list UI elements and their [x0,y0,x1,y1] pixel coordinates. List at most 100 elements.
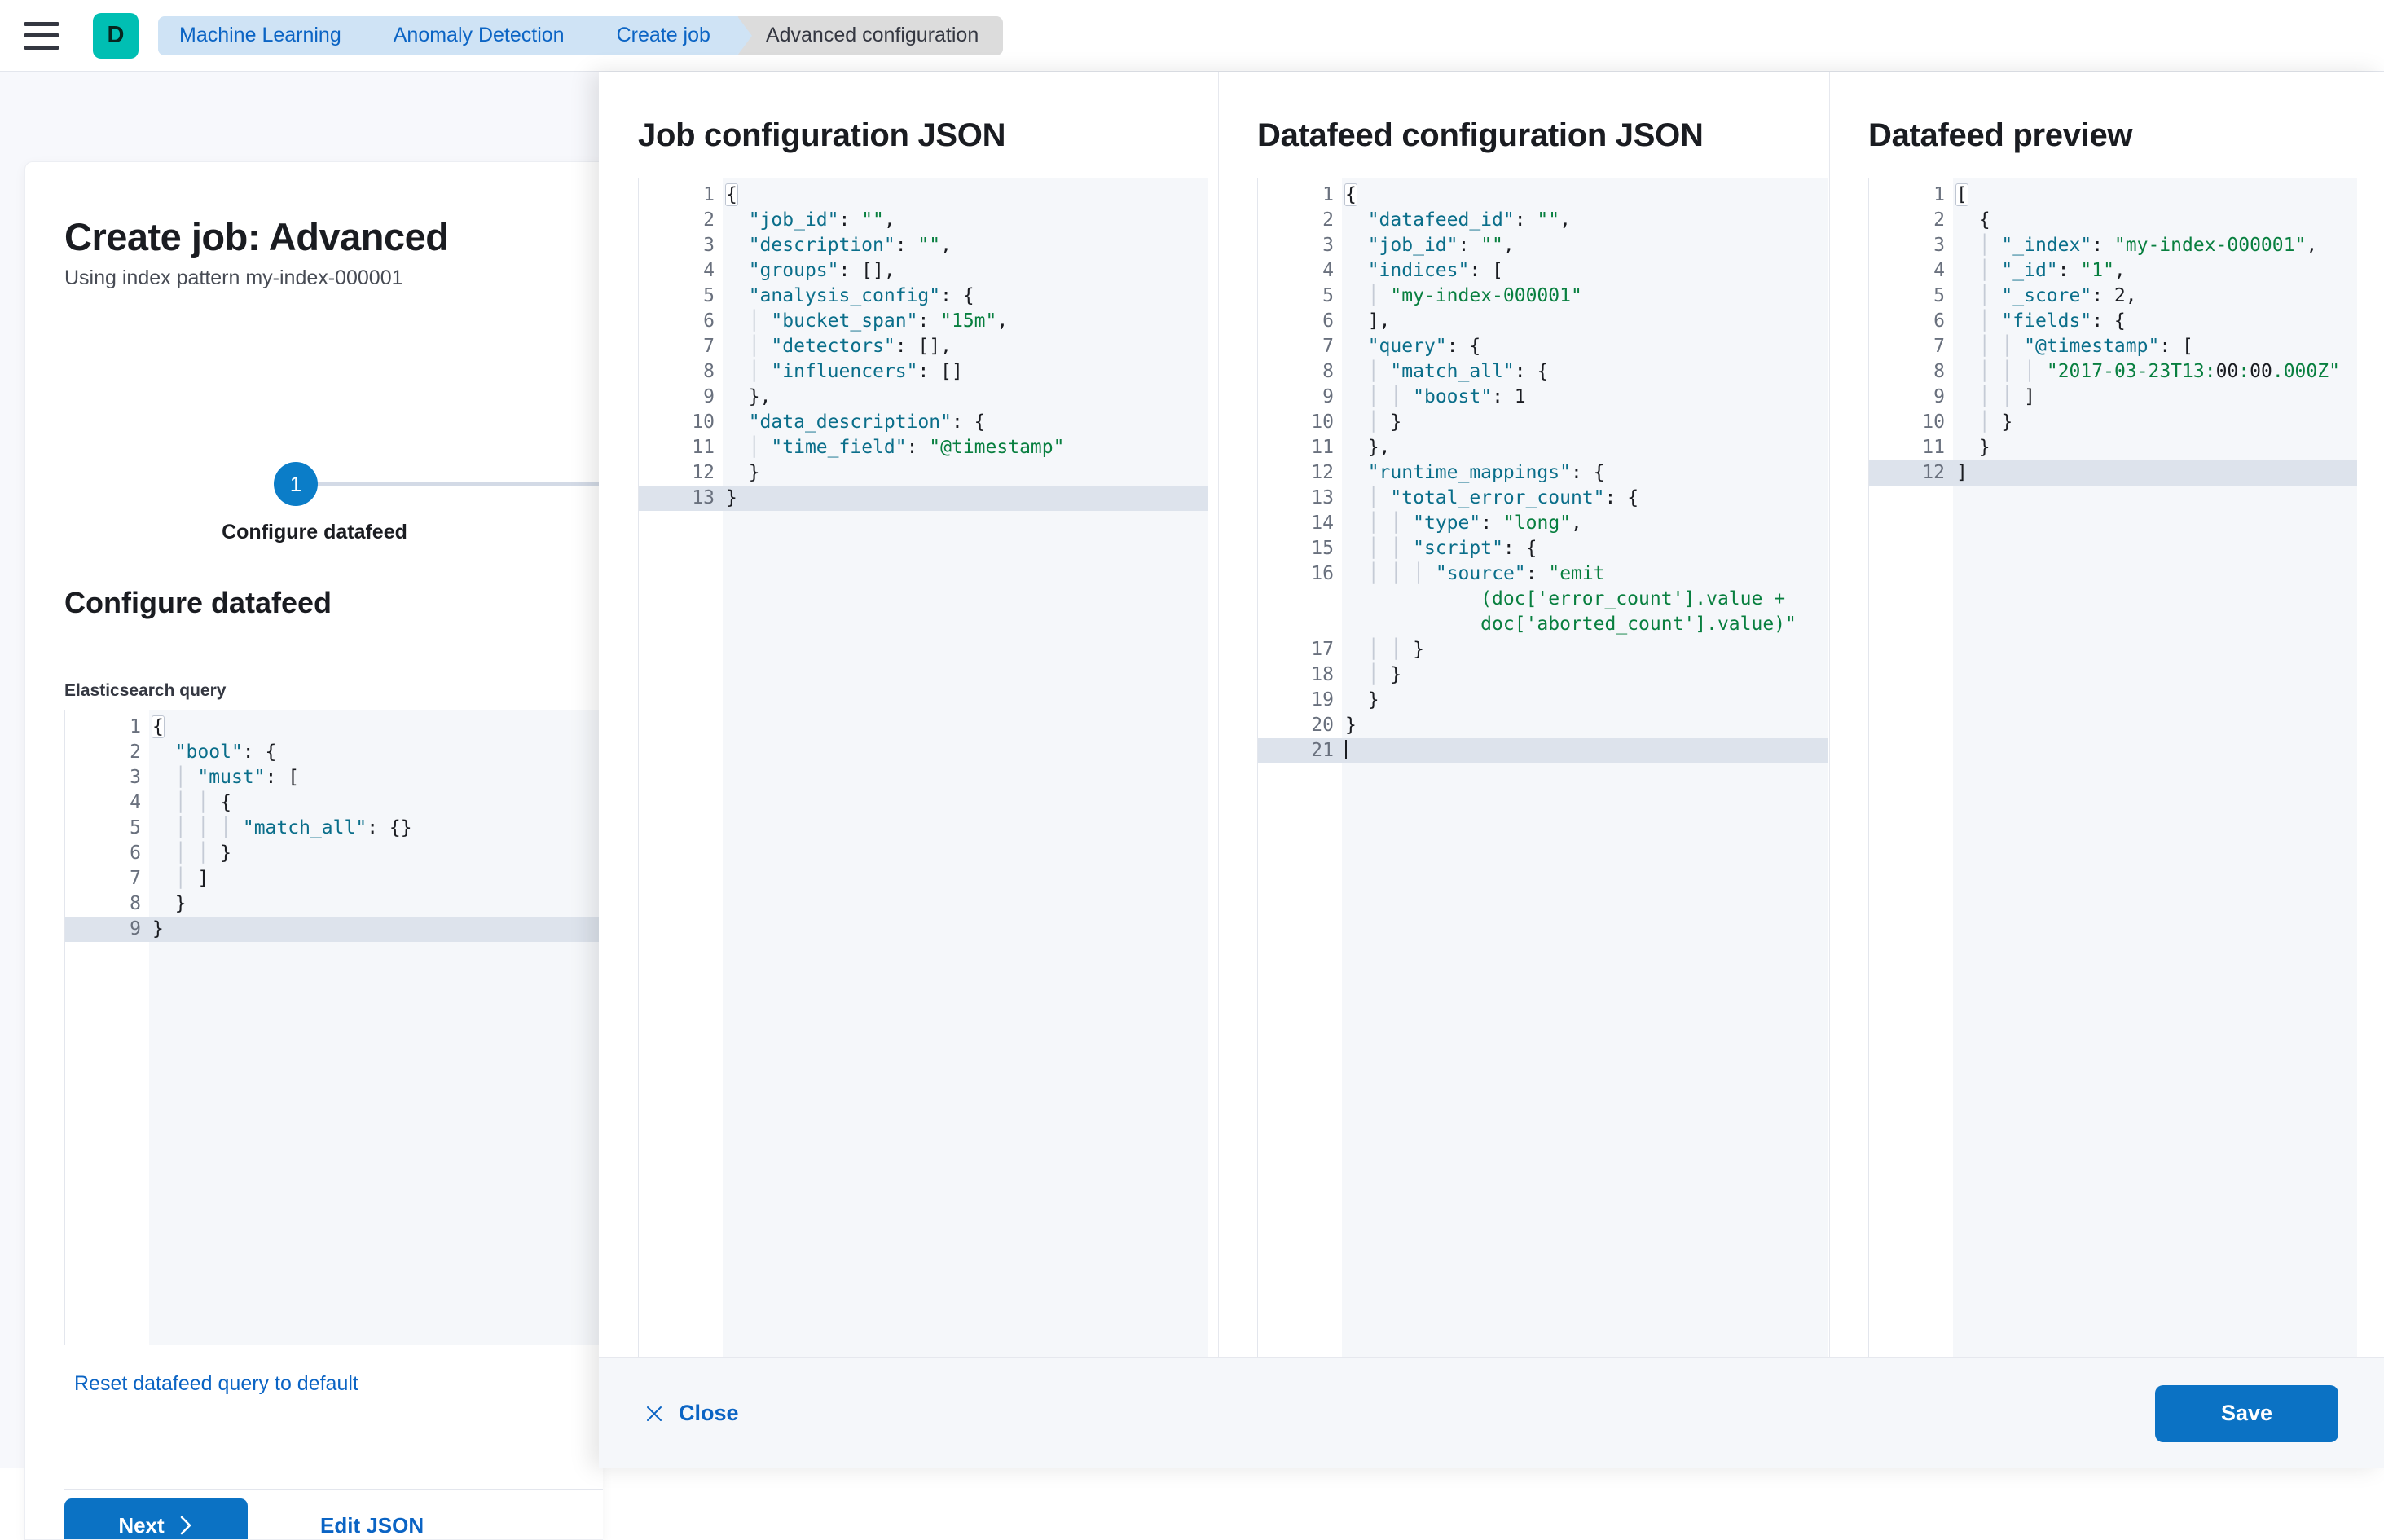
editor-line-number: 8 [65,891,149,917]
advanced-configuration-flyout: Job configuration JSON 1▾2345▾678910▾111… [599,72,2384,1468]
editor-code-line[interactable]: [ [1953,183,2357,208]
editor-code-line[interactable]: } [723,486,1208,511]
editor-code-line[interactable]: │ } [1953,410,2357,435]
app-avatar[interactable]: D [93,13,139,59]
editor-code-line[interactable]: "runtime_mappings": { [1342,460,1828,486]
editor-code-line[interactable]: │ │ } [149,841,603,866]
datafeed-configuration-json-editor[interactable]: 1▾234▾567▾8▾9101112▾13▾1415▾161718192021… [1257,178,1828,1357]
editor-code-line[interactable]: "job_id": "", [1342,233,1828,258]
editor-code-line[interactable]: { [149,715,603,740]
editor-line-number: 10▾ [639,410,723,435]
editor-code-line[interactable]: │ │ │ "match_all": {} [149,816,603,841]
field-label-elasticsearch-query: Elasticsearch query [64,681,226,701]
editor-line-number: 9 [65,917,149,942]
editor-code-line[interactable]: │ │ "@timestamp": [ [1953,334,2357,359]
editor-code-line[interactable]: │ "bucket_span": "15m", [723,309,1208,334]
editor-code-area[interactable]: { "bool": { │ "must": [ │ │ { │ │ │ "mat… [149,710,603,1345]
editor-line-number: 10 [1869,410,1953,435]
panel-title-datafeed-configuration: Datafeed configuration JSON [1257,117,1704,154]
editor-code-line[interactable]: "bool": { [149,740,603,765]
flyout-body: Job configuration JSON 1▾2345▾678910▾111… [599,72,2384,1357]
breadcrumb-item-machine-learning[interactable]: Machine Learning [158,16,369,55]
editor-code-line[interactable]: "groups": [], [723,258,1208,284]
editor-code-line[interactable]: │ "fields": { [1953,309,2357,334]
elasticsearch-query-editor[interactable]: 1▾2▾3▾4▾56789 { "bool": { │ "must": [ │ … [64,710,603,1345]
editor-code-line[interactable]: { [1342,183,1828,208]
hamburger-bar [24,22,59,26]
editor-code-line[interactable]: "data_description": { [723,410,1208,435]
editor-line-number: 8 [1869,359,1953,385]
job-wizard-stepper: 1 Configure datafeed [25,431,603,537]
editor-code-line[interactable]: } [149,891,603,917]
editor-code-line[interactable]: } [1953,435,2357,460]
editor-code-area[interactable]: [ { │ "_index": "my-index-000001", │ "_i… [1953,178,2357,1357]
editor-code-line[interactable]: { [1953,208,2357,233]
editor-code-line[interactable]: │ "my-index-000001" [1342,284,1828,309]
editor-code-line[interactable]: │ ] [149,866,603,891]
editor-code-line[interactable]: }, [723,385,1208,410]
next-button[interactable]: Next [64,1498,248,1540]
editor-code-line[interactable]: } [149,917,603,942]
editor-code-line[interactable] [1342,738,1828,763]
editor-code-line[interactable]: "description": "", [723,233,1208,258]
editor-code-line[interactable]: "query": { [1342,334,1828,359]
top-navigation-bar: D Machine Learning Anomaly Detection Cre… [0,0,2384,72]
editor-code-line[interactable]: │ │ │ "source": "emit (doc['error_count'… [1342,561,1828,637]
editor-line-number: 6 [1258,309,1342,334]
editor-code-line[interactable]: │ "total_error_count": { [1342,486,1828,511]
editor-line-number: 10 [1258,410,1342,435]
panel-title-job-configuration: Job configuration JSON [638,117,1005,154]
stepper-step-1-circle[interactable]: 1 [274,462,318,506]
editor-code-line[interactable]: │ "_index": "my-index-000001", [1953,233,2357,258]
close-button[interactable]: Close [644,1401,739,1426]
editor-code-line[interactable]: │ "influencers": [] [723,359,1208,385]
editor-code-line[interactable]: │ │ } [1342,637,1828,662]
editor-code-line[interactable]: │ │ "script": { [1342,536,1828,561]
editor-code-line[interactable]: │ "_score": 2, [1953,284,2357,309]
breadcrumb-item-anomaly-detection[interactable]: Anomaly Detection [369,16,592,55]
editor-code-area[interactable]: { "datafeed_id": "", "job_id": "", "indi… [1342,178,1828,1357]
editor-line-number: 4▾ [65,790,149,816]
job-configuration-json-editor[interactable]: 1▾2345▾678910▾111213 { "job_id": "", "de… [638,178,1208,1357]
editor-code-line[interactable]: │ "match_all": { [1342,359,1828,385]
datafeed-preview-editor[interactable]: 1▾2▾3456▾7▾89101112 [ { │ "_index": "my-… [1868,178,2357,1357]
editor-line-number: 3 [1869,233,1953,258]
save-button[interactable]: Save [2155,1385,2338,1442]
flyout-footer: Close Save [599,1357,2384,1468]
editor-line-number: 3▾ [65,765,149,790]
editor-code-line[interactable]: │ │ { [149,790,603,816]
editor-code-line[interactable]: { [723,183,1208,208]
editor-code-line[interactable]: "indices": [ [1342,258,1828,284]
editor-code-line[interactable]: │ } [1342,410,1828,435]
editor-code-line[interactable]: } [723,460,1208,486]
breadcrumb-item-create-job[interactable]: Create job [592,16,738,55]
editor-code-line[interactable]: │ "must": [ [149,765,603,790]
edit-json-link[interactable]: Edit JSON [320,1513,424,1538]
editor-code-line[interactable]: │ │ ] [1953,385,2357,410]
editor-code-line[interactable]: │ │ "boost": 1 [1342,385,1828,410]
editor-code-line[interactable]: │ } [1342,662,1828,688]
editor-code-line[interactable]: ], [1342,309,1828,334]
page-subtitle: Using index pattern my-index-000001 [64,266,403,290]
stepper-step-1-label: Configure datafeed [25,521,603,544]
editor-code-line[interactable]: "datafeed_id": "", [1342,208,1828,233]
editor-code-line[interactable]: } [1342,713,1828,738]
editor-code-line[interactable]: │ "time_field": "@timestamp" [723,435,1208,460]
editor-code-line[interactable]: │ "_id": "1", [1953,258,2357,284]
reset-datafeed-query-link[interactable]: Reset datafeed query to default [74,1372,358,1396]
hamburger-menu-icon[interactable] [24,22,59,50]
breadcrumb-item-advanced-configuration[interactable]: Advanced configuration [738,16,1003,55]
editor-code-line[interactable]: │ │ │ "2017-03-23T13:00:00.000Z" [1953,359,2357,385]
breadcrumb: Machine Learning Anomaly Detection Creat… [158,16,1003,55]
editor-code-line[interactable]: "analysis_config": { [723,284,1208,309]
editor-code-line[interactable]: │ "detectors": [], [723,334,1208,359]
stepper-connector-line [294,482,603,486]
editor-line-number: 1▾ [639,183,723,208]
editor-code-line[interactable]: ] [1953,460,2357,486]
editor-code-line[interactable]: }, [1342,435,1828,460]
editor-line-number: 7 [639,334,723,359]
editor-code-line[interactable]: │ │ "type": "long", [1342,511,1828,536]
editor-code-line[interactable]: "job_id": "", [723,208,1208,233]
editor-code-line[interactable]: } [1342,688,1828,713]
editor-code-area[interactable]: { "job_id": "", "description": "", "grou… [723,178,1208,1357]
